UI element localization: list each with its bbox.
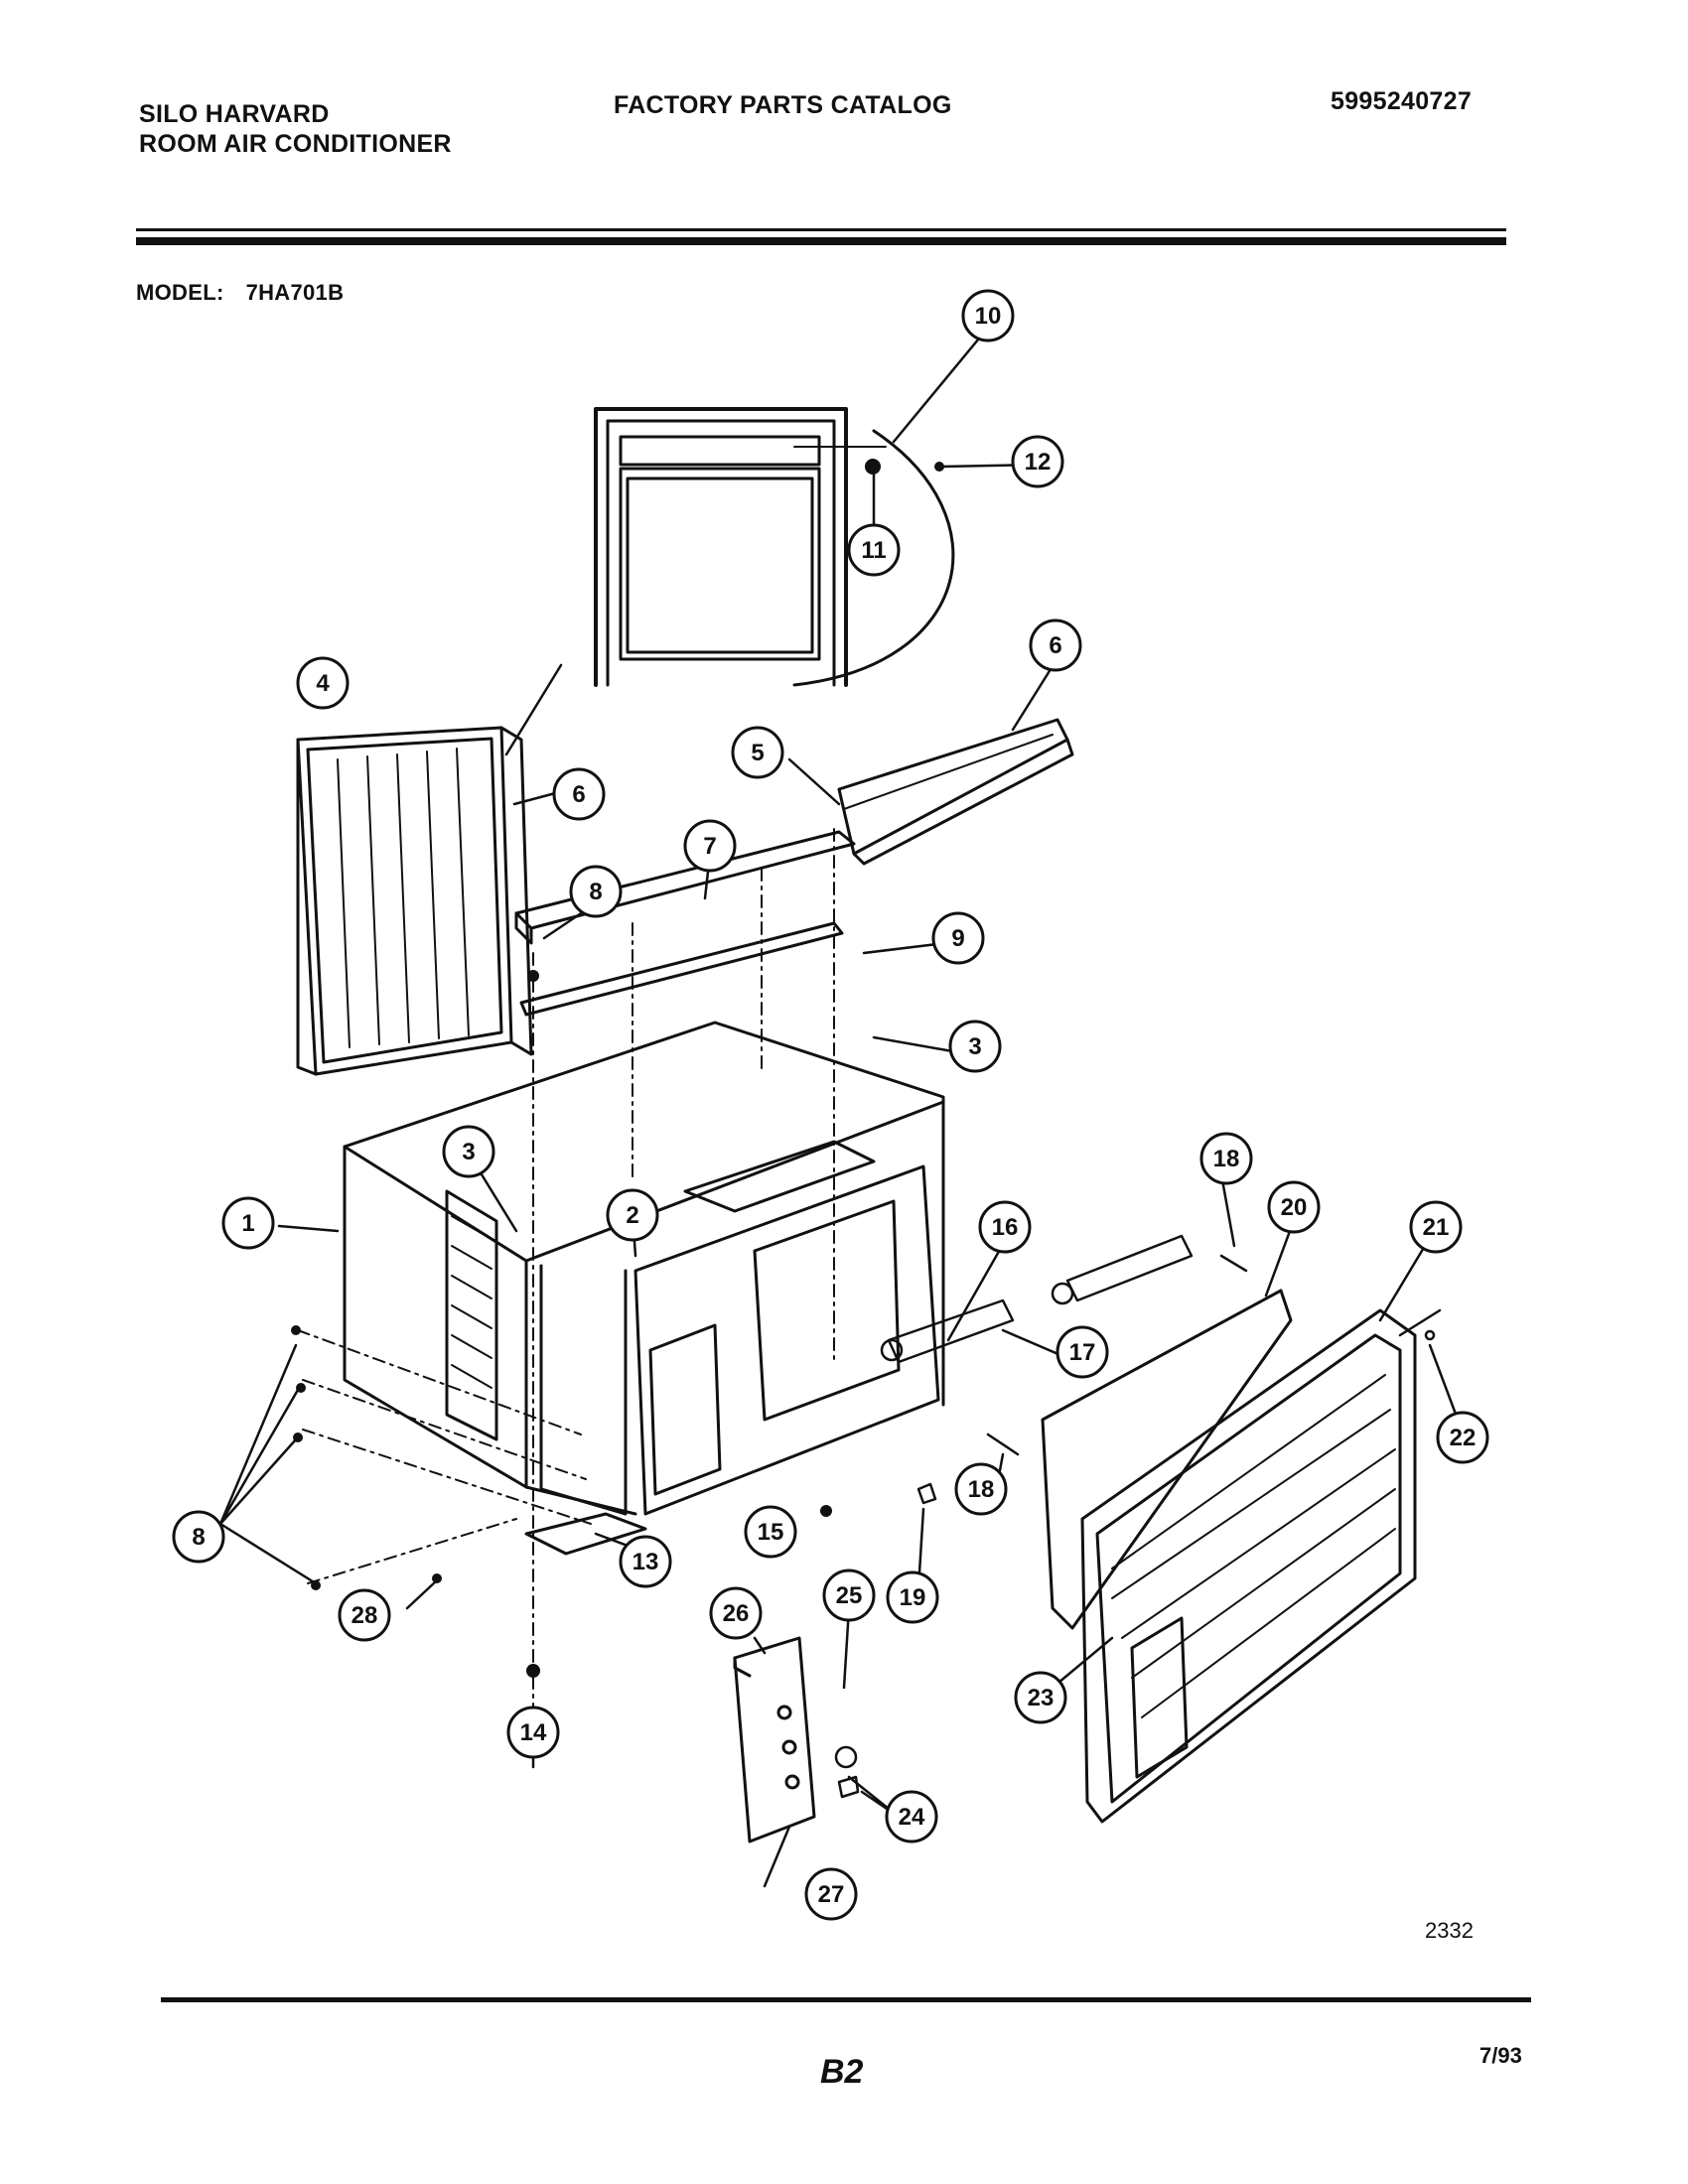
- callout-28: 28: [338, 1588, 391, 1642]
- callout-label: 19: [900, 1584, 926, 1611]
- callout-label: 16: [992, 1214, 1019, 1241]
- callout-22: 22: [1436, 1411, 1489, 1464]
- callout-label: 9: [951, 925, 964, 952]
- callout-18: 18: [954, 1462, 1008, 1516]
- callout-label: 22: [1450, 1425, 1477, 1451]
- callout-label: 11: [861, 537, 886, 564]
- pointer-lines: [218, 326, 1462, 1888]
- callout-label: 24: [899, 1804, 925, 1831]
- inset-front-panel: [594, 407, 955, 687]
- callout-label: 25: [836, 1582, 863, 1609]
- cabinet-body: [343, 1021, 945, 1516]
- callout-24: 24: [885, 1790, 938, 1843]
- control-panel: [733, 1636, 816, 1843]
- callout-2: 2: [606, 1188, 659, 1242]
- drawing-number: 2332: [1425, 1918, 1474, 1943]
- callout-1: 1: [221, 1196, 275, 1250]
- model-line: MODEL: 7HA701B: [136, 280, 365, 306]
- callout-label: 4: [316, 670, 330, 697]
- callout-label: 20: [1281, 1194, 1308, 1221]
- callout-21: 21: [1409, 1200, 1463, 1254]
- louver-strip: [837, 718, 1074, 866]
- callout-label: 18: [968, 1476, 995, 1503]
- callout-label: 7: [703, 833, 716, 860]
- callout-18: 18: [1199, 1132, 1253, 1185]
- callout-label: 8: [192, 1524, 205, 1551]
- callout-10: 10: [961, 289, 1015, 342]
- brand-line-1: SILO HARVARD: [139, 100, 330, 128]
- callout-label: 12: [1025, 449, 1052, 476]
- callout-16: 16: [978, 1200, 1032, 1254]
- callout-15: 15: [744, 1505, 797, 1559]
- callout-6: 6: [552, 767, 606, 821]
- callout-label: 6: [572, 781, 585, 808]
- callout-label: 27: [818, 1881, 845, 1908]
- callout-3: 3: [948, 1020, 1002, 1073]
- callout-27: 27: [804, 1867, 858, 1921]
- callout-19: 19: [886, 1570, 939, 1624]
- catalog-title: FACTORY PARTS CATALOG: [614, 91, 952, 119]
- callout-label: 28: [352, 1602, 378, 1629]
- callout-5: 5: [731, 726, 784, 779]
- callout-label: 8: [589, 879, 602, 905]
- page-number: B2: [820, 2053, 864, 2091]
- revision-date: 7/93: [1479, 2043, 1522, 2068]
- leader-lines: [297, 828, 835, 1768]
- callout-11: 11: [847, 523, 901, 577]
- callout-25: 25: [822, 1569, 876, 1622]
- callout-label: 5: [751, 740, 764, 766]
- callout-3: 3: [442, 1125, 495, 1178]
- callout-label: 23: [1028, 1685, 1055, 1711]
- header-rule-thick: [136, 237, 1506, 245]
- brand-line-2: ROOM AIR CONDITIONER: [139, 130, 452, 158]
- footer-rule: [161, 1997, 1531, 2002]
- callout-7: 7: [683, 819, 737, 873]
- callout-label: 13: [633, 1549, 659, 1575]
- callout-26: 26: [709, 1586, 763, 1640]
- callout-label: 1: [241, 1210, 254, 1237]
- small-parts: [834, 1234, 1442, 1799]
- brand-title: SILO HARVARD ROOM AIR CONDITIONER: [139, 99, 452, 159]
- callout-label: 6: [1049, 632, 1061, 659]
- callout-label: 14: [520, 1719, 547, 1746]
- callout-8: 8: [172, 1510, 225, 1564]
- left-grille-panel: [296, 726, 533, 1076]
- callout-label: 3: [968, 1033, 981, 1060]
- callout-label: 26: [723, 1600, 750, 1627]
- callout-9: 9: [931, 911, 985, 965]
- callout-label: 21: [1423, 1214, 1450, 1241]
- callout-label: 2: [626, 1202, 638, 1229]
- callout-label: 10: [975, 303, 1002, 330]
- front-cover: [1080, 1308, 1417, 1824]
- solid-dots: [291, 459, 944, 1678]
- callout-label: 18: [1213, 1146, 1240, 1172]
- chassis-base: [524, 1140, 940, 1556]
- callout-12: 12: [1011, 435, 1064, 488]
- callout-23: 23: [1014, 1671, 1067, 1724]
- callout-8: 8: [569, 865, 623, 918]
- callout-label: 3: [462, 1139, 475, 1165]
- model-value: 7HA701B: [245, 280, 345, 305]
- callout-20: 20: [1267, 1180, 1321, 1234]
- part-number: 5995240727: [1331, 87, 1473, 115]
- callout-14: 14: [506, 1706, 560, 1759]
- callout-13: 13: [619, 1535, 672, 1588]
- callout-4: 4: [296, 656, 350, 710]
- header-rule-thin: [136, 228, 1506, 231]
- callout-17: 17: [1055, 1325, 1109, 1379]
- callout-label: 15: [758, 1519, 784, 1546]
- callout-6: 6: [1029, 618, 1082, 672]
- callout-label: 17: [1069, 1339, 1096, 1366]
- model-label: MODEL:: [136, 280, 224, 305]
